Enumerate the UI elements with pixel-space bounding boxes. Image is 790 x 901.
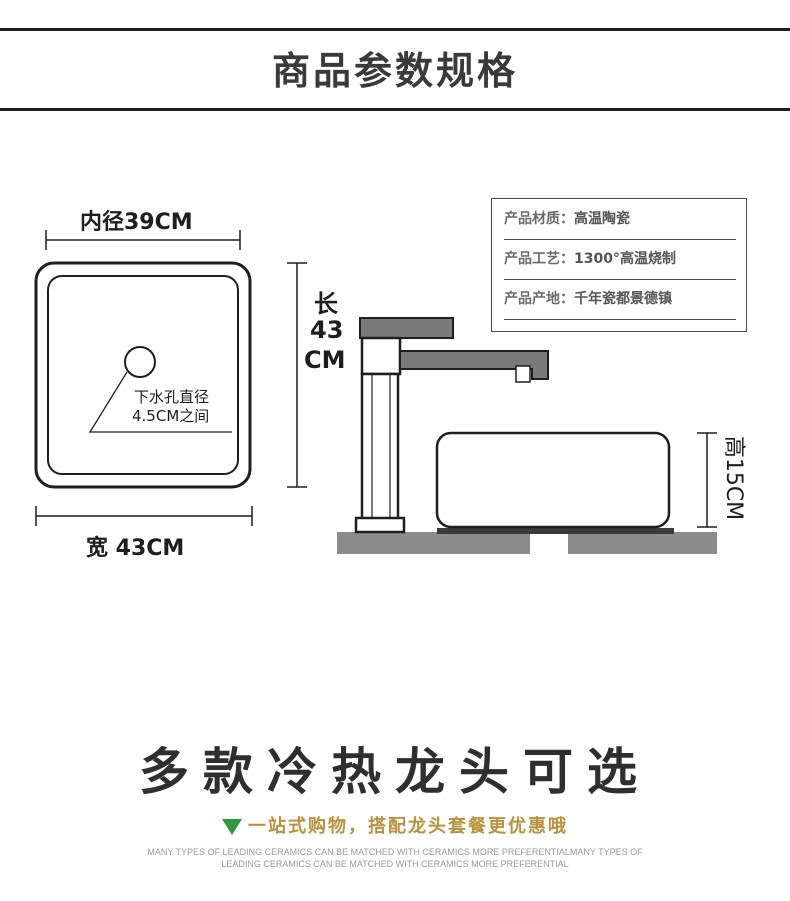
- page-title: 商品参数规格: [271, 49, 518, 93]
- length-label-num: 43: [310, 316, 344, 344]
- spec-value: 千年瓷都景德镇: [574, 291, 672, 307]
- inner-diameter-dimension: [45, 230, 241, 250]
- spec-key: 产品产地：: [504, 291, 574, 307]
- promo-subtitle-row: 一站式购物，搭配龙头套餐更优惠哦: [0, 812, 790, 838]
- promo-title: 多款冷热龙头可选: [139, 743, 651, 801]
- height-dimension: [697, 432, 717, 528]
- length-label-char: 长: [314, 290, 338, 318]
- faucet-side-view: [354, 317, 549, 534]
- counter-right: [568, 532, 717, 554]
- promo-subtitle: 一站式购物，搭配龙头套餐更优惠哦: [248, 816, 568, 837]
- spec-row-process: 产品工艺：1300°高温烧制: [504, 239, 736, 280]
- spec-value: 高温陶瓷: [574, 211, 630, 227]
- counter-left: [337, 532, 530, 554]
- width-label: 宽 43CM: [86, 536, 185, 561]
- header-top-rule: [0, 28, 790, 31]
- spec-key: 产品材质：: [504, 211, 574, 227]
- length-dimension: [287, 262, 307, 488]
- length-label-unit: CM: [304, 346, 346, 374]
- drain-leader-line: [88, 371, 232, 433]
- drain-label-line2: 4.5CM之间: [132, 407, 210, 425]
- inner-diameter-label: 内径39CM: [80, 210, 193, 235]
- promo-english-text: MANY TYPES OF LEADING CERAMICS CAN BE MA…: [147, 847, 643, 869]
- header-bottom-rule: [0, 108, 790, 111]
- spec-card: 产品材质：高温陶瓷 产品工艺：1300°高温烧制 产品产地：千年瓷都景德镇: [491, 198, 747, 332]
- height-label: 高15CM: [721, 435, 747, 521]
- spec-row-origin: 产品产地：千年瓷都景德镇: [504, 279, 736, 320]
- basin-base-plate: [437, 528, 674, 534]
- spec-row-material: 产品材质：高温陶瓷: [504, 199, 736, 240]
- spec-key: 产品工艺：: [504, 251, 574, 267]
- spec-value: 1300°高温烧制: [574, 251, 676, 267]
- drain-hole: [124, 346, 156, 378]
- basin-side-view: [435, 431, 671, 529]
- drain-label-line1: 下水孔直径: [134, 388, 210, 406]
- width-dimension: [35, 506, 253, 526]
- triangle-down-icon: [222, 819, 242, 835]
